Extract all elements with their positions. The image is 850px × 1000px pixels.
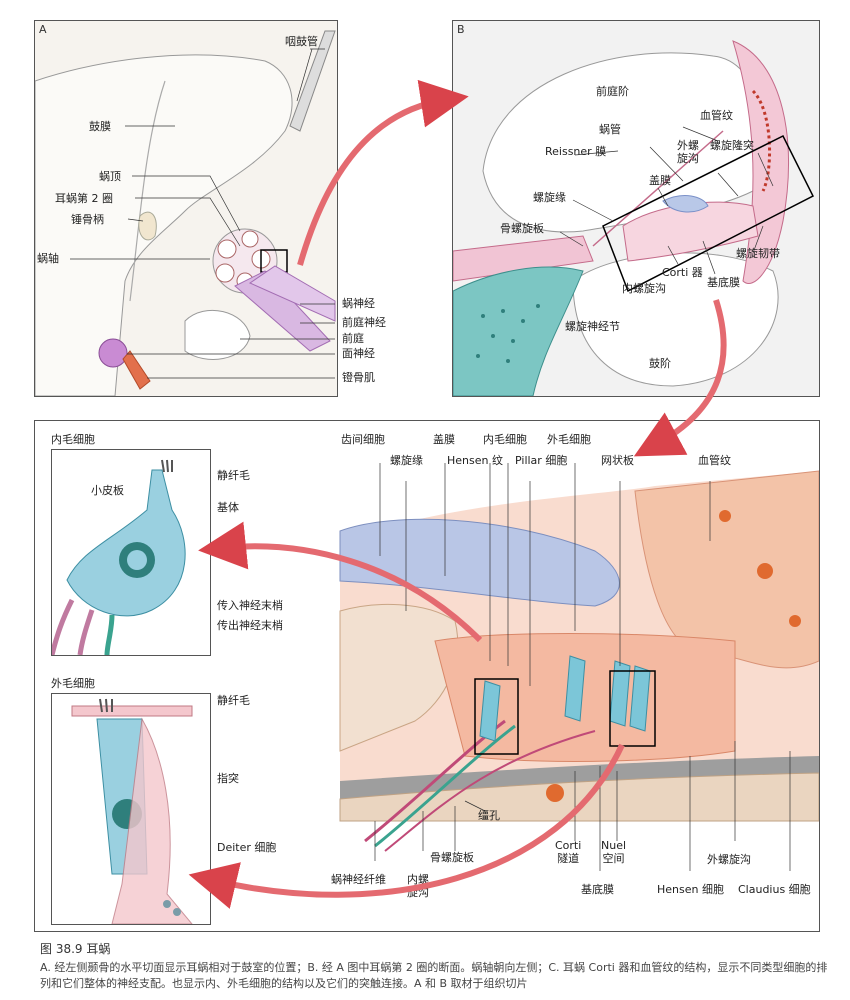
inner-hair-cell-illustration: [52, 459, 186, 655]
label-malleus-handle: 锤骨柄: [71, 213, 104, 226]
inset-inner-cuticular: 小皮板: [91, 484, 124, 497]
label-organ-of-corti: Corti 器: [662, 266, 703, 279]
inset-outer-hair-cell: [51, 693, 211, 925]
panel-b-letter: B: [457, 23, 465, 36]
label-tectorial-membrane: 盖膜: [649, 174, 671, 187]
label-basilar-membrane: 基底膜: [707, 276, 740, 289]
label-pillar-cells: Pillar 细胞: [515, 454, 568, 467]
label-reticular-lamina: 网状板: [601, 454, 634, 467]
label-spiral-limbus: 螺旋缘: [533, 191, 566, 204]
label-reissner-membrane: Reissner 膜: [545, 145, 607, 158]
inset-inner-basal-body: 基体: [217, 501, 239, 514]
label-habenula: 缰孔: [478, 809, 500, 822]
label-c-tectorial: 盖膜: [433, 433, 455, 446]
label-tympanic-membrane: 鼓膜: [89, 120, 111, 133]
panel-a-illustration: [35, 21, 337, 396]
label-c-osseous-lamina: 骨螺旋板: [430, 851, 474, 864]
label-c-inner-hair: 内毛细胞: [483, 433, 527, 446]
panel-c: 内毛细胞 静纤毛 小皮板 基体 传入神经末梢 传出神经末梢 外毛细胞 静纤毛 指…: [34, 420, 820, 932]
inset-outer-stereocilia: 静纤毛: [217, 694, 250, 707]
panel-a-letter: A: [39, 23, 47, 36]
label-hensen-cells: Hensen 细胞: [657, 883, 724, 896]
label-c-inner-sulcus: 内螺 旋沟: [407, 873, 429, 899]
label-c-basilar: 基底膜: [581, 883, 614, 896]
label-a-stapedius: 镫骨肌: [342, 371, 375, 384]
panel-b: B 前庭阶 血管纹 蜗管 外螺 旋沟 螺旋隆突 Reissner 膜 盖膜 螺旋…: [452, 20, 820, 397]
outer-hair-cell-illustration: [71, 698, 193, 924]
label-outer-spiral-sulcus: 外螺 旋沟: [677, 139, 699, 165]
label-interdental-cells: 齿间细胞: [341, 433, 385, 446]
label-hensen-stripe: Hensen 纹: [447, 454, 503, 467]
label-a-facial-nerve: 面神经: [342, 347, 375, 360]
label-inner-spiral-sulcus: 内螺旋沟: [622, 282, 666, 295]
inset-inner-efferent: 传出神经末梢: [217, 619, 283, 632]
label-second-turn: 耳蜗第 2 圈: [55, 192, 113, 205]
label-c-stria: 血管纹: [698, 454, 731, 467]
label-a-vestibule: 前庭: [342, 332, 364, 345]
label-claudius-cells: Claudius 细胞: [738, 883, 811, 896]
label-apex: 蜗顶: [99, 170, 121, 183]
label-c-limbus: 螺旋缘: [390, 454, 423, 467]
label-a-vestibular-nerve: 前庭神经: [342, 316, 386, 329]
inset-inner-afferent: 传入神经末梢: [217, 599, 283, 612]
panel-b-illustration: [453, 21, 819, 396]
figure-title: 图 38.9 耳蜗: [40, 942, 111, 956]
label-eustachian-tube: 咽鼓管: [285, 35, 318, 48]
label-c-outer-sulcus: 外螺旋沟: [707, 853, 751, 866]
label-nerve-fibers: 蜗神经纤维: [331, 873, 386, 886]
inset-inner-title: 内毛细胞: [51, 433, 95, 446]
inset-outer-deiter: Deiter 细胞: [217, 841, 277, 854]
label-spiral-ganglion: 螺旋神经节: [565, 320, 620, 333]
label-cochlear-duct: 蜗管: [599, 123, 621, 136]
panel-a: A 咽鼓管 鼓膜 蜗顶 耳蜗第 2 圈 锤骨柄 蜗轴 蜗神经: [34, 20, 338, 397]
inset-outer-phalangeal: 指突: [217, 772, 239, 785]
label-corti-tunnel: Corti 隧道: [555, 839, 582, 865]
label-a-cochlear-nerve: 蜗神经: [342, 297, 375, 310]
label-modiolus: 蜗轴: [37, 252, 59, 265]
label-osseous-lamina: 骨螺旋板: [500, 222, 544, 235]
inset-inner-hair-cell: [51, 449, 211, 656]
figure-caption: A. 经左侧颞骨的水平切面显示耳蜗相对于鼓室的位置；B. 经 A 图中耳蜗第 2…: [40, 961, 828, 990]
label-spiral-ligament: 螺旋韧带: [736, 247, 780, 260]
label-c-outer-hair: 外毛细胞: [547, 433, 591, 446]
label-stria-vascularis: 血管纹: [700, 109, 733, 122]
inset-inner-stereocilia: 静纤毛: [217, 469, 250, 482]
label-scala-vestibuli: 前庭阶: [596, 85, 629, 98]
inset-outer-title: 外毛细胞: [51, 677, 95, 690]
label-scala-tympani: 鼓阶: [649, 357, 671, 370]
label-nuel-space: Nuel 空间: [601, 839, 627, 865]
label-spiral-prominence: 螺旋隆突: [710, 139, 754, 152]
